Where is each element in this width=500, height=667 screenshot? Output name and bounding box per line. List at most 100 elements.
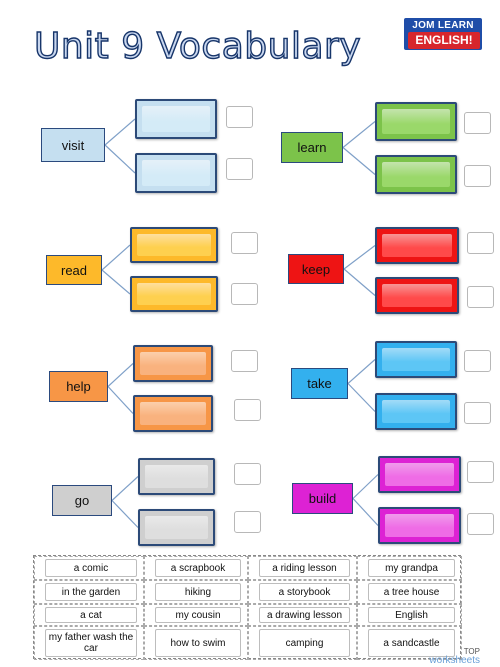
- answer-check-box[interactable]: [226, 158, 253, 180]
- answer-drop-slot[interactable]: [133, 395, 213, 432]
- connector-line: [101, 244, 131, 271]
- answer-check-box[interactable]: [226, 106, 253, 128]
- slot-inner: [137, 283, 211, 305]
- word-chip[interactable]: a sandcastle: [368, 629, 455, 657]
- slot-inner: [382, 348, 450, 371]
- connector-line: [343, 245, 376, 270]
- word-chip[interactable]: a cat: [45, 607, 137, 623]
- answer-drop-slot[interactable]: [138, 458, 215, 495]
- answer-check-box[interactable]: [231, 283, 258, 305]
- word-bank-cell: a drawing lesson: [248, 604, 357, 626]
- answer-drop-slot[interactable]: [375, 393, 457, 430]
- jom-learn-english-logo: JOM LEARN ENGLISH!: [404, 18, 482, 50]
- word-chip[interactable]: a comic: [45, 559, 137, 577]
- logo-line-1: JOM LEARN: [412, 20, 474, 31]
- answer-drop-slot[interactable]: [378, 507, 461, 544]
- word-chip[interactable]: my cousin: [155, 607, 241, 623]
- slot-inner: [382, 234, 452, 257]
- slot-inner: [385, 514, 454, 537]
- connector-line: [342, 121, 376, 148]
- watermark-top: TOP: [463, 647, 480, 656]
- word-chip[interactable]: a riding lesson: [259, 559, 350, 577]
- page-title: Unit 9 Vocabulary: [33, 25, 362, 67]
- answer-check-box[interactable]: [231, 232, 258, 254]
- word-bank-cell: a sandcastle: [357, 626, 462, 660]
- word-chip[interactable]: English: [368, 607, 455, 623]
- word-bank-cell: camping: [248, 626, 357, 660]
- answer-check-box[interactable]: [234, 399, 261, 421]
- connector-line: [347, 383, 376, 412]
- answer-drop-slot[interactable]: [138, 509, 215, 546]
- slot-inner: [145, 465, 208, 488]
- answer-check-box[interactable]: [467, 513, 494, 535]
- answer-drop-slot[interactable]: [135, 99, 217, 139]
- answer-check-box[interactable]: [467, 461, 494, 483]
- slot-inner: [382, 109, 450, 134]
- verb-box-take: take: [291, 368, 348, 399]
- word-chip[interactable]: my grandpa: [368, 559, 455, 577]
- connector-line: [111, 476, 139, 501]
- word-bank-cell: a cat: [34, 604, 144, 626]
- answer-check-box[interactable]: [464, 112, 491, 134]
- answer-check-box[interactable]: [234, 511, 261, 533]
- word-chip[interactable]: how to swim: [155, 629, 241, 657]
- slot-inner: [142, 106, 210, 132]
- word-chip[interactable]: a storybook: [259, 583, 350, 601]
- answer-drop-slot[interactable]: [375, 227, 459, 264]
- answer-drop-slot[interactable]: [130, 227, 218, 263]
- topworksheets-watermark: TOP worksheets: [429, 647, 480, 666]
- answer-check-box[interactable]: [464, 165, 491, 187]
- verb-box-help: help: [49, 371, 108, 402]
- word-bank: a comic a scrapbook a riding lesson my gran…: [33, 555, 462, 660]
- word-chip[interactable]: hiking: [155, 583, 241, 601]
- connector-line: [111, 500, 139, 528]
- word-chip[interactable]: camping: [259, 629, 350, 657]
- verb-box-go: go: [52, 485, 112, 516]
- answer-drop-slot[interactable]: [375, 277, 459, 314]
- word-bank-cell: English: [357, 604, 462, 626]
- word-bank-cell: a tree house: [357, 580, 462, 604]
- word-bank-cell: my grandpa: [357, 556, 462, 580]
- watermark-brand: worksheets: [429, 655, 480, 666]
- answer-check-box[interactable]: [464, 350, 491, 372]
- slot-inner: [382, 162, 450, 187]
- answer-drop-slot[interactable]: [375, 341, 457, 378]
- connector-line: [107, 386, 134, 414]
- answer-drop-slot[interactable]: [133, 345, 213, 382]
- answer-drop-slot[interactable]: [375, 102, 457, 141]
- word-bank-cell: a comic: [34, 556, 144, 580]
- answer-drop-slot[interactable]: [375, 155, 457, 194]
- connector-line: [352, 498, 379, 526]
- slot-inner: [145, 516, 208, 539]
- answer-drop-slot[interactable]: [135, 153, 217, 193]
- answer-check-box[interactable]: [467, 286, 494, 308]
- logo-line-2: ENGLISH!: [408, 32, 480, 49]
- word-chip[interactable]: a tree house: [368, 583, 455, 601]
- word-chip[interactable]: my father wash the car: [45, 629, 137, 657]
- connector-line: [104, 144, 136, 174]
- connector-line: [352, 474, 379, 499]
- word-bank-cell: a scrapbook: [144, 556, 248, 580]
- word-bank-cell: my cousin: [144, 604, 248, 626]
- connector-line: [347, 359, 376, 384]
- verb-box-build: build: [292, 483, 353, 514]
- connector-line: [342, 147, 376, 175]
- connector-line: [104, 118, 136, 146]
- connector-line: [101, 269, 131, 295]
- slot-inner: [382, 400, 450, 423]
- answer-check-box[interactable]: [464, 402, 491, 424]
- answer-drop-slot[interactable]: [130, 276, 218, 312]
- word-chip[interactable]: a scrapbook: [155, 559, 241, 577]
- answer-check-box[interactable]: [234, 463, 261, 485]
- word-bank-cell: my father wash the car: [34, 626, 144, 660]
- answer-check-box[interactable]: [231, 350, 258, 372]
- word-chip[interactable]: a drawing lesson: [259, 607, 350, 623]
- slot-inner: [137, 234, 211, 256]
- word-chip[interactable]: in the garden: [45, 583, 137, 601]
- verb-box-visit: visit: [41, 128, 105, 162]
- answer-drop-slot[interactable]: [378, 456, 461, 493]
- connector-line: [107, 363, 134, 387]
- word-bank-cell: how to swim: [144, 626, 248, 660]
- answer-check-box[interactable]: [467, 232, 494, 254]
